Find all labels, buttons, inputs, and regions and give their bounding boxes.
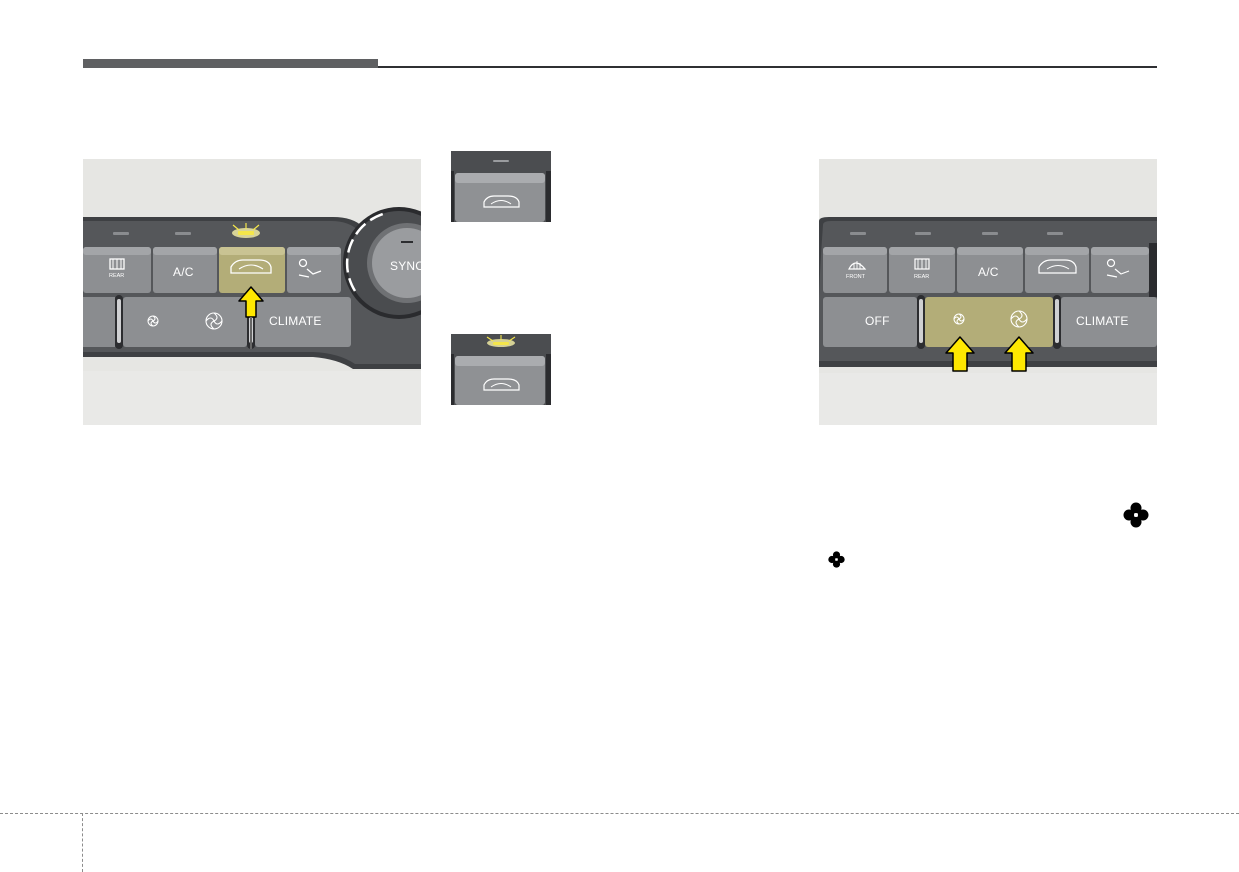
indicator-front-defrost [850,232,866,235]
rear-defrost-button[interactable]: REAR [83,247,151,293]
svg-text:A/C: A/C [978,265,999,279]
fan-low-icon [147,315,159,327]
rear-defrost-button[interactable]: REAR [889,247,955,293]
inset-recirculation-indicator-on [451,334,551,405]
indicator-ac [982,232,998,235]
indicator-off [493,160,509,162]
header-rule-thin [378,66,1157,68]
figure-recirculation-button: REAR A/C [83,159,421,425]
indicator-rear-defrost [113,232,129,235]
fan-high-icon [205,312,223,330]
svg-text:REAR: REAR [914,274,929,280]
press-arrow-high [1004,336,1034,372]
air-recirculation-icon [1038,259,1077,274]
off-button[interactable]: OFF [823,297,917,347]
recirculation-button-highlighted[interactable] [219,247,285,293]
air-recirculation-icon [483,378,520,391]
figure-fan-speed-buttons: FRONT REAR A/C OF [819,159,1157,425]
indicator-recirculation-lit [232,223,260,238]
air-recirculation-icon [483,195,520,208]
footer-divider [82,813,83,872]
defrost-floor-button[interactable] [287,247,341,293]
header-rule-thick [83,59,378,68]
press-arrow-low [945,336,975,372]
front-defrost-button[interactable]: FRONT [823,247,887,293]
air-recirculation-icon [230,259,272,274]
svg-text:REAR: REAR [109,273,124,279]
seat-airflow-icon [298,258,308,268]
press-arrow [238,286,264,349]
indicator-lit [486,335,516,347]
ac-button[interactable]: A/C [153,247,217,293]
svg-text:CLIMATE: CLIMATE [269,314,322,328]
svg-text:SYNC: SYNC [390,259,421,273]
svg-text:FRONT: FRONT [846,274,866,280]
sync-knob[interactable]: SYNC [343,207,421,319]
defrost-floor-button[interactable] [1091,247,1149,293]
climate-button[interactable]: CLIMATE [255,297,351,347]
inset-recirculation-indicator-off [451,151,551,222]
fan-low-icon [828,551,845,568]
recirculation-button[interactable] [1025,247,1089,293]
fan-low-icon [953,313,965,325]
climate-button[interactable]: CLIMATE [1061,297,1157,347]
indicator-ac [175,232,191,235]
seat-airflow-icon [1106,258,1116,268]
fan-speed-button-highlighted[interactable] [925,297,1053,347]
ac-button[interactable]: A/C [957,247,1023,293]
svg-text:OFF: OFF [865,314,890,328]
fan-high-icon [1010,310,1028,328]
svg-text:CLIMATE: CLIMATE [1076,314,1129,328]
svg-text:A/C: A/C [173,265,194,279]
indicator-recirculation [1047,232,1063,235]
indicator-rear-defrost [915,232,931,235]
fan-high-icon [1123,502,1149,528]
fan-speed-button-left[interactable] [123,297,247,347]
footer-rule [0,813,1239,814]
